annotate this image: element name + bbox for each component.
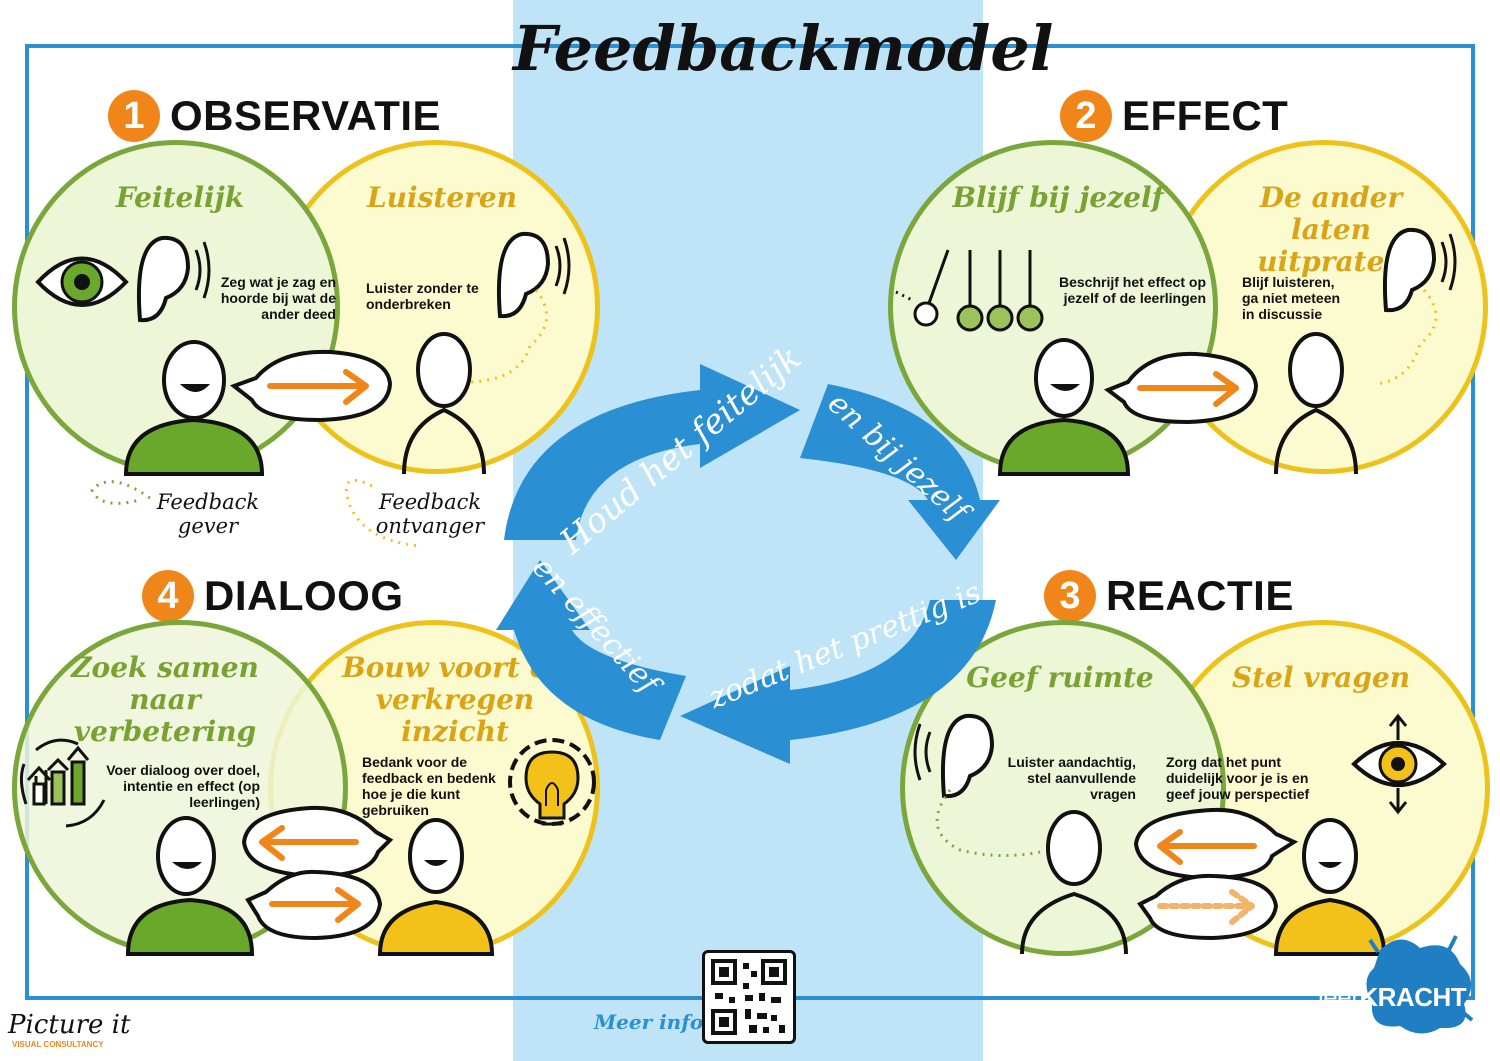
speech-bubble-icon xyxy=(245,869,383,941)
leerkracht-logo: leerKRACHT xyxy=(1318,982,1467,1013)
section-number: 2 xyxy=(1060,90,1112,142)
heading-geef-ruimte: Geef ruimte xyxy=(966,661,1154,694)
label-feedback-ontvanger: Feedback ontvanger xyxy=(375,490,485,538)
paint-splash-icon xyxy=(1366,935,1474,1034)
person-giver-icon xyxy=(123,340,265,476)
text-feitelijk: Zeg wat je zag en hoorde bij wat de ande… xyxy=(220,274,336,322)
text-bouw-voort: Bedank voor de feedback en bedenk hoe je… xyxy=(362,754,496,818)
logo-part-kracht: KRACHT xyxy=(1359,982,1467,1012)
section-number: 4 xyxy=(142,570,194,622)
center-band xyxy=(513,0,983,1061)
speech-bubble-icon xyxy=(1137,873,1279,941)
text-blijf-bij-jezelf: Beschrijf het effect op jezelf of de lee… xyxy=(1058,274,1206,306)
section-title: DIALOOG xyxy=(204,572,404,619)
picture-it-logo: Picture it xyxy=(8,1010,131,1040)
eye-icon xyxy=(1351,713,1447,815)
picture-it-logo-sub: VISUAL CONSULTANCY xyxy=(12,1040,104,1049)
section-title: EFFECT xyxy=(1122,92,1289,139)
section-reactie-header: 3 REACTIE xyxy=(1044,570,1294,622)
text-luisteren: Luister zonder te onderbreken xyxy=(366,280,479,312)
pendulum-icon xyxy=(895,249,1044,332)
cycle-arrow-top-left xyxy=(504,364,800,540)
speech-bubble-icon xyxy=(229,349,393,423)
cycle-arrow-top-right xyxy=(800,384,1000,560)
person-giver-icon xyxy=(997,338,1131,476)
section-observatie-header: 1 OBSERVATIE xyxy=(108,90,441,142)
person-receiver-icon xyxy=(402,332,486,475)
ear-icon xyxy=(496,231,571,319)
cycle-arrow-bottom-right xyxy=(680,600,996,764)
speech-bubble-icon xyxy=(1103,351,1259,425)
heading-stel-vragen: Stel vragen xyxy=(1231,661,1411,694)
qr-code[interactable] xyxy=(702,950,796,1044)
cycle-arrow-bottom-left xyxy=(496,560,686,740)
lightbulb-gear-icon xyxy=(508,738,596,826)
section-title: OBSERVATIE xyxy=(170,92,442,139)
heading-feitelijk: Feitelijk xyxy=(115,181,245,214)
text-zoek-samen: Voer dialoog over doel, intentie en effe… xyxy=(106,762,260,810)
person-giver-icon xyxy=(1273,818,1387,956)
text-stel-vragen: Zorg dat het punt duidelijk voor je is e… xyxy=(1166,754,1310,802)
section-dialoog-header: 4 DIALOOG xyxy=(142,570,404,622)
eye-icon xyxy=(35,256,129,307)
heading-blijf-bij-jezelf: Blijf bij jezelf xyxy=(952,181,1164,214)
logo-part-leer: leer xyxy=(1318,982,1360,1012)
text-uitpraten: Blijf luisteren, ga niet meteen in discu… xyxy=(1242,274,1341,322)
heading-uitpraten: De ander laten uitpraten xyxy=(1257,181,1405,278)
person-receiver-icon xyxy=(1020,810,1128,955)
growth-cycle-icon xyxy=(19,738,106,828)
heading-bouw-voort: Bouw voort op verkregen inzicht xyxy=(342,651,568,748)
section-number: 3 xyxy=(1044,570,1096,622)
qr-code-icon xyxy=(711,959,787,1035)
section-effect-header: 2 EFFECT xyxy=(1060,90,1288,142)
label-feedback-gever: Feedback gever xyxy=(156,490,260,538)
person-giver-icon xyxy=(125,816,255,956)
heading-zoek-samen: Zoek samen naar verbetering xyxy=(71,651,259,748)
speech-bubble-icon xyxy=(241,805,394,879)
more-info-label: Meer info: xyxy=(594,1010,711,1034)
ear-icon xyxy=(913,713,995,799)
person-receiver-icon xyxy=(1274,332,1358,475)
heading-luisteren: Luisteren xyxy=(366,181,518,214)
text-geef-ruimte: Luister aandachtig, stel aanvullende vra… xyxy=(1007,754,1136,802)
section-number: 1 xyxy=(108,90,160,142)
page-title: Feedbackmodel xyxy=(513,12,1054,85)
ear-icon xyxy=(136,235,211,323)
speech-bubble-icon xyxy=(1133,807,1299,881)
person-receiver-icon xyxy=(377,818,495,956)
ear-icon xyxy=(1382,227,1457,313)
section-title: REACTIE xyxy=(1106,572,1294,619)
